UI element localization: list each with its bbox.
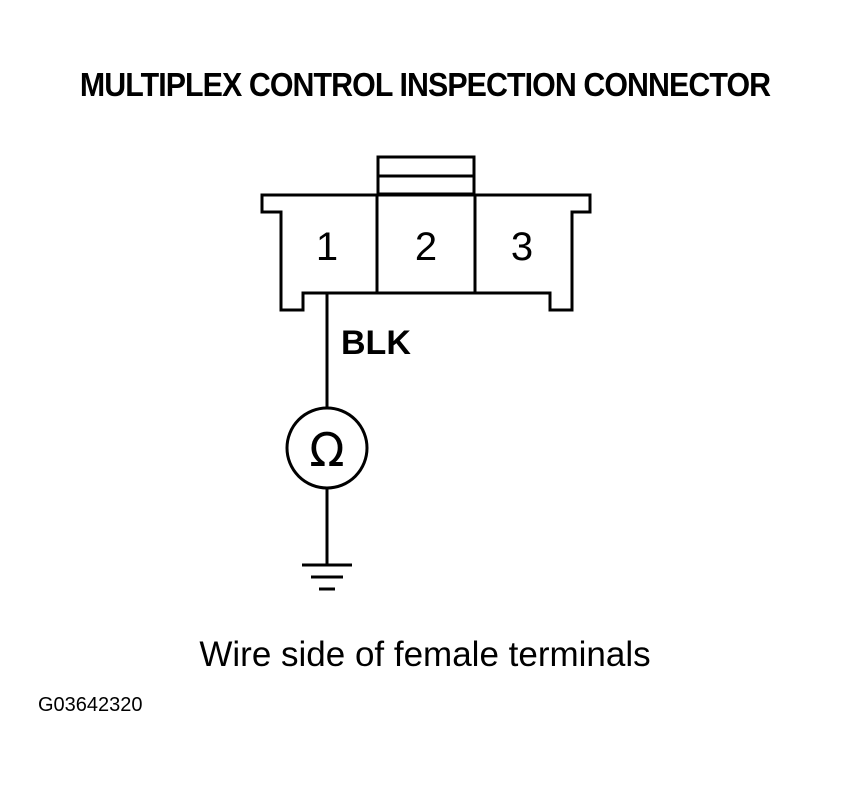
terminal-2-label: 2 (415, 225, 437, 269)
diagram-caption: Wire side of female terminals (199, 635, 651, 674)
terminal-1-label: 1 (316, 225, 338, 269)
figure-id: G03642320 (38, 694, 143, 716)
connector-housing (260, 193, 592, 312)
ground-icon (302, 563, 352, 591)
terminal-3-label: 3 (511, 225, 533, 269)
connector-lock-tab (376, 155, 476, 196)
diagram-title: MULTIPLEX CONTROL INSPECTION CONNECTOR (79, 66, 771, 103)
wire-color-label: BLK (341, 324, 411, 362)
ohm-symbol: Ω (309, 423, 344, 477)
